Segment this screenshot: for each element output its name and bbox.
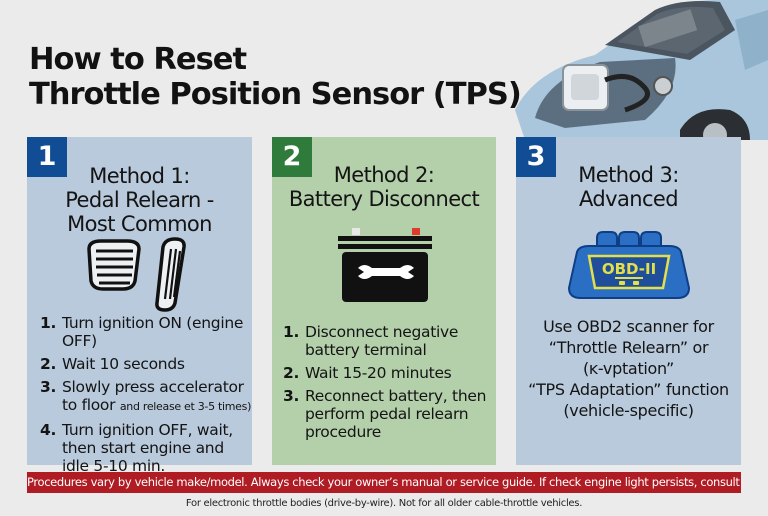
warning-banner: Procedures vary by vehicle make/model. A… (27, 472, 741, 493)
obd-ii-scanner-icon: OBD-II (567, 231, 691, 299)
step-item: 3.Slowly press accelerator to floor and … (40, 378, 252, 414)
step-item: 1.Turn ignition ON (engine OFF) (40, 314, 244, 350)
title-line-2: Throttle Position Sensor (TPS) (29, 77, 522, 112)
method-2-number-badge: 2 (272, 137, 312, 177)
method-2-panel: 2 Method 2: Battery Disconnect 1.Disconn… (272, 137, 496, 465)
step-item: 2.Wait 10 seconds (40, 355, 185, 373)
svg-text:OBD-II: OBD-II (602, 260, 656, 278)
method-1-title: Method 1: Pedal Relearn - Most Common (65, 164, 214, 236)
page-title: How to Reset Throttle Position Sensor (T… (29, 42, 522, 112)
method-2-title: Method 2: Battery Disconnect (288, 163, 480, 211)
car-engine-bay-illustration (515, 0, 768, 140)
title-line-1: How to Reset (29, 42, 247, 77)
step-item: 4.Turn ignition OFF, wait, then start en… (40, 421, 233, 475)
footnote: For electronic throttle bodies (drive-by… (185, 498, 583, 509)
method-3-panel: 3 Method 3: Advanced OBD-II Use OBD2 sca… (516, 137, 741, 465)
method-1-number-badge: 1 (27, 137, 67, 177)
method-1-panel: 1 Method 1: Pedal Relearn - Most Common … (27, 137, 252, 475)
step-item: 3.Reconnect battery, then perform pedal … (283, 387, 487, 441)
method-3-number-badge: 3 (516, 137, 556, 177)
method-3-description: Use OBD2 scanner for “Throttle Relearn” … (528, 317, 729, 420)
step-item: 2.Wait 15-20 minutes (283, 364, 452, 382)
method-1-steps: 1.Turn ignition ON (engine OFF) 2.Wait 1… (40, 314, 252, 480)
step-item: 1.Disconnect negative battery terminal (283, 323, 459, 359)
battery-wrench-icon (338, 228, 432, 302)
method-2-steps: 1.Disconnect negative battery terminal 2… (283, 323, 495, 446)
car-pedals-icon (87, 237, 186, 312)
method-3-title: Method 3: Advanced (578, 163, 679, 211)
